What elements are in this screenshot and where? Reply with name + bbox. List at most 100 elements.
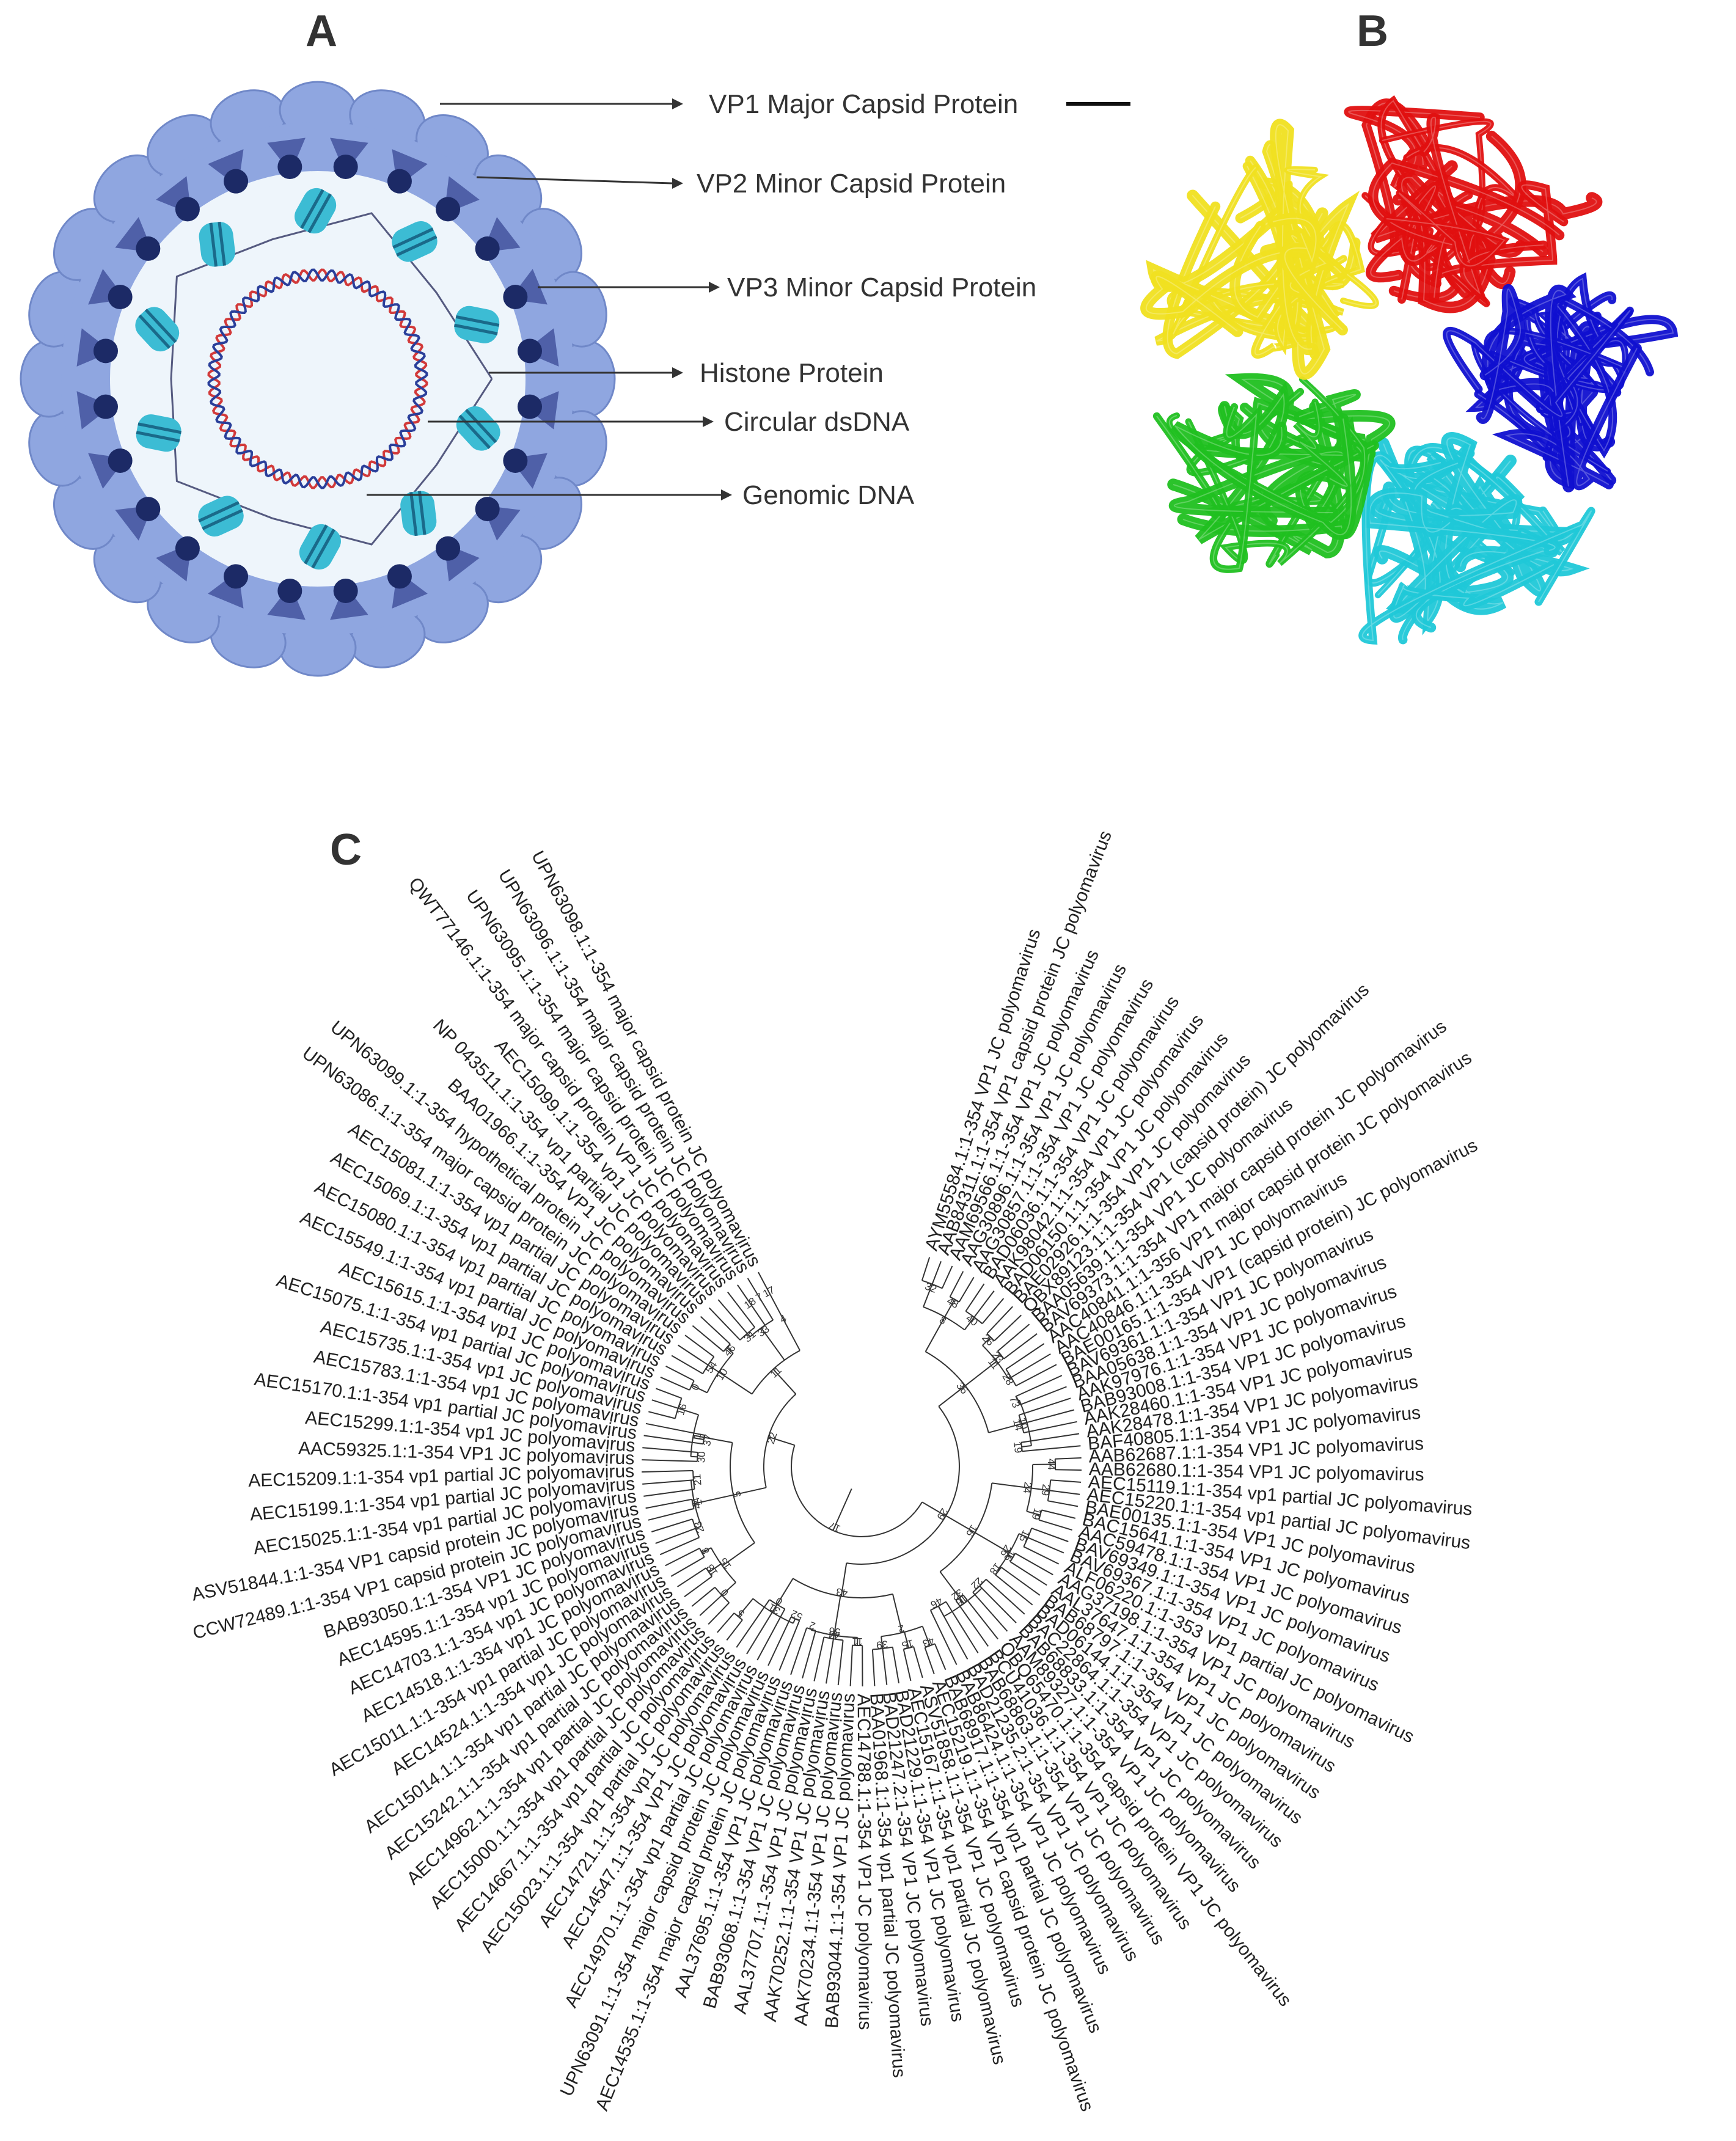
tree-branch — [931, 1261, 942, 1284]
bootstrap-value: 43 — [835, 1586, 849, 1599]
tree-branch — [717, 1299, 748, 1334]
tree-branch — [749, 1319, 774, 1338]
bootstrap-value: 29 — [934, 1506, 950, 1522]
panel-label-c: C — [330, 825, 362, 874]
tree-branch — [994, 1354, 1002, 1360]
tree-branch — [982, 1345, 1009, 1380]
tree-branch — [939, 1571, 965, 1604]
tree-branch — [718, 1371, 753, 1395]
tree-branch — [994, 1314, 1022, 1342]
vp3-protein — [108, 448, 133, 473]
ribbon-highlight — [1272, 218, 1343, 331]
tree-branch — [1049, 1490, 1080, 1495]
tree-branch — [1027, 1537, 1064, 1554]
bootstrap-value: 16 — [964, 1523, 980, 1539]
bootstrap-value: 48 — [945, 1295, 961, 1311]
vp3-protein — [224, 564, 249, 589]
tree-branch — [840, 1562, 848, 1597]
tree-branch — [726, 1347, 734, 1354]
bootstrap-value: 2 — [897, 1622, 906, 1635]
tree-branch — [665, 1366, 695, 1382]
tree-branch — [992, 1482, 1031, 1489]
bootstrap-value: 33 — [755, 1323, 771, 1339]
tree-branch — [973, 1290, 995, 1318]
tree-branch — [1038, 1519, 1072, 1531]
ribbon-highlight — [1370, 225, 1465, 278]
tree-branch — [738, 1598, 754, 1617]
tree-branch — [793, 1578, 893, 1599]
tree-branch — [988, 1422, 1027, 1433]
tree-branch — [747, 1333, 751, 1338]
tree-branch — [727, 1291, 755, 1328]
tree-branch — [997, 1323, 1030, 1352]
tree-branch — [1055, 1457, 1082, 1460]
tree-branch — [1008, 1554, 1014, 1559]
tree-branch — [997, 1350, 1005, 1360]
callout-label: VP3 Minor Capsid Protein — [727, 273, 1036, 302]
tree-branch — [982, 1336, 992, 1346]
tree-branch — [1050, 1479, 1082, 1483]
tree-branch — [772, 1369, 797, 1395]
tree-branch — [1041, 1509, 1076, 1519]
protein-chain — [1152, 373, 1396, 573]
callout-label: Circular dsDNA — [724, 407, 910, 437]
bootstrap-value: 1 — [691, 1432, 703, 1440]
ribbon-highlight — [1379, 437, 1507, 593]
tree-branch — [708, 1307, 741, 1341]
vp3-protein — [436, 197, 461, 222]
ribbon-highlight — [1446, 310, 1631, 417]
tree-branch — [964, 1317, 975, 1331]
tree-branch — [832, 1510, 843, 1531]
tree-branch — [739, 1327, 755, 1341]
capsid — [20, 81, 616, 677]
ribbon-highlight — [1213, 230, 1336, 356]
tree-branch — [768, 1436, 795, 1446]
tree-branch — [846, 1406, 960, 1565]
tree-branch — [849, 1645, 853, 1686]
tree-branch — [655, 1528, 696, 1544]
callout-label: VP1 Major Capsid Protein — [709, 89, 1018, 119]
ribbon-strand — [1374, 432, 1513, 599]
tree-branch — [699, 1548, 705, 1557]
vp3-protein — [224, 169, 249, 194]
tree-branch — [925, 1316, 946, 1352]
bootstrap-value: 22 — [765, 1431, 780, 1446]
protein-chain — [1443, 272, 1679, 492]
bootstrap-value: 8 — [937, 1314, 948, 1327]
tree-branch — [964, 1361, 997, 1386]
tree-leaf-label: AEC14788.1:1-354 VP1 JC polyomavirus — [854, 1694, 875, 2030]
tree-branch — [1024, 1421, 1077, 1433]
tree-branch — [1031, 1528, 1069, 1542]
tree-branch — [945, 1601, 979, 1653]
tree-branch — [1011, 1353, 1051, 1378]
tree-branch — [701, 1547, 712, 1554]
tree-branch — [826, 1639, 834, 1684]
vp3-protein — [503, 448, 528, 473]
vp3-protein — [387, 564, 412, 589]
tree-branch — [645, 1498, 692, 1509]
tree-branch — [1019, 1397, 1071, 1416]
tree-branch — [965, 1283, 985, 1312]
tree-branch — [702, 1356, 715, 1374]
tree-branch — [921, 1257, 931, 1281]
tree-branch — [1019, 1533, 1028, 1539]
tree-branch — [934, 1643, 947, 1671]
bootstrap-value: 16 — [675, 1402, 689, 1417]
arrow-head-icon — [709, 282, 720, 293]
tree-branch — [1026, 1464, 1034, 1512]
tree-branch — [648, 1411, 676, 1419]
bootstrap-value: 26 — [980, 1332, 996, 1349]
tree-branch — [929, 1609, 958, 1666]
arrow-head-icon — [703, 416, 714, 427]
tree-branch — [756, 1294, 774, 1320]
tree-branch — [706, 1353, 734, 1393]
bootstrap-value: 0 — [689, 1382, 701, 1393]
ribbon-strand — [1383, 189, 1510, 269]
vp3-protein — [475, 497, 500, 522]
tree-branch — [986, 1306, 1013, 1334]
tree-branch — [924, 1647, 935, 1675]
tree-branch — [1009, 1561, 1047, 1586]
bootstrap-value: 44 — [690, 1496, 704, 1510]
bootstrap-value: 11 — [852, 1636, 863, 1647]
